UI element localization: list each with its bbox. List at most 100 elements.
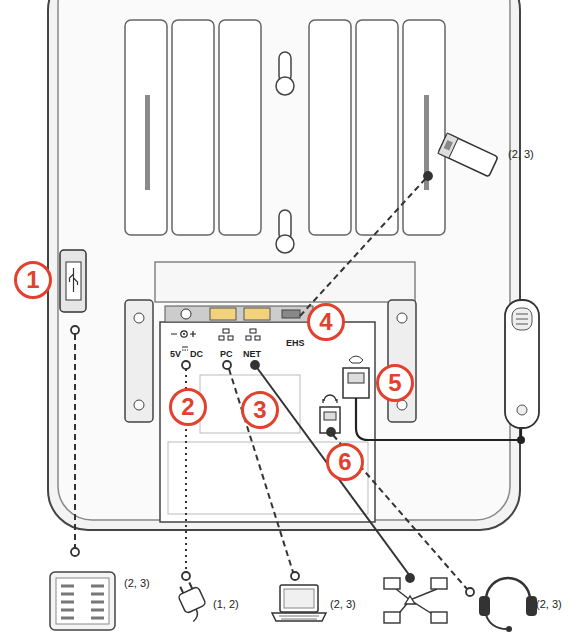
label-holder: NET — [243, 343, 261, 361]
handset-glyph — [349, 356, 363, 363]
module-keys — [61, 586, 104, 618]
label-holder: DC — [190, 343, 203, 361]
label-holder: (1, 2) — [213, 594, 239, 612]
network-icon — [384, 578, 447, 623]
usb-socket — [66, 262, 81, 300]
wire-end — [182, 361, 190, 369]
lan-box — [228, 336, 233, 340]
reference-label: (2, 3) — [508, 148, 534, 160]
headset-icon — [479, 578, 537, 632]
adapter-face — [438, 133, 458, 158]
lan-box — [246, 336, 251, 340]
laptop-screen — [284, 589, 314, 608]
headset-socket — [324, 412, 336, 420]
polarity-symbol — [181, 331, 187, 337]
wire-end — [71, 548, 79, 556]
vent-slot — [356, 20, 398, 235]
label-holder: (2, 3) — [508, 144, 534, 162]
dc-symbol — [182, 347, 188, 350]
wire-end — [327, 428, 335, 436]
handset-socket — [348, 373, 364, 383]
reference-label: (2, 3) — [330, 598, 356, 610]
callout-circle: 4 — [307, 303, 345, 341]
callout-number: 4 — [319, 310, 332, 334]
screw — [134, 400, 144, 410]
wire-end — [406, 574, 414, 582]
port-label: NET — [243, 349, 261, 359]
ehs-port — [282, 310, 300, 318]
reference-label: (2, 3) — [536, 598, 562, 610]
rj45-port — [210, 308, 236, 320]
mouthpiece — [517, 405, 527, 415]
usb-symbol — [70, 268, 78, 292]
network-computer — [431, 578, 447, 589]
pc-wire — [229, 369, 293, 572]
callout-circle: 5 — [376, 364, 414, 402]
wire-end — [424, 172, 432, 180]
callout-circle: 3 — [241, 391, 279, 429]
callout-number: 6 — [338, 450, 351, 474]
callout-number: 2 — [181, 395, 194, 419]
callout-circle: 1 — [14, 261, 52, 299]
wire-end — [182, 572, 190, 580]
panel — [160, 322, 375, 522]
body-inner-outline — [58, 0, 510, 520]
phone-body — [48, 0, 520, 530]
cord-dot — [517, 436, 525, 444]
expansion-module — [50, 572, 115, 630]
vent-slot — [125, 20, 167, 235]
expansion-wire — [74, 334, 76, 548]
network-hub — [405, 596, 415, 604]
handset-port — [343, 368, 369, 398]
label-holder: 5V — [170, 343, 181, 361]
label-holder: (2, 3) — [124, 573, 150, 591]
ehs-adapter — [438, 133, 498, 177]
lan-box — [250, 329, 256, 333]
leader-wires — [75, 176, 467, 589]
vent-slot — [309, 20, 351, 235]
vent-slot — [172, 20, 214, 235]
network-computer — [384, 578, 400, 589]
handset — [356, 300, 539, 444]
lan-symbol — [219, 329, 260, 340]
lan-box — [219, 336, 224, 340]
callout-circle: 6 — [326, 443, 364, 481]
laptop-lid — [280, 585, 318, 612]
wire-end — [466, 588, 474, 596]
recess — [155, 262, 415, 302]
label-holder: (2, 3) — [536, 594, 562, 612]
polarity-symbol — [183, 333, 185, 335]
callout-number: 5 — [388, 371, 401, 395]
handset-cord — [356, 398, 521, 440]
port-panel — [160, 306, 375, 522]
clip — [125, 300, 153, 422]
lan-box — [223, 329, 229, 333]
handset-body — [505, 300, 539, 428]
polarity-symbol — [171, 331, 196, 337]
usb-housing — [60, 250, 86, 312]
port-label: 5V — [170, 349, 181, 359]
adapter-body — [438, 133, 498, 177]
earcup — [479, 596, 490, 616]
wire-ends — [71, 172, 474, 596]
lan-box — [255, 336, 260, 340]
mic-boom — [486, 615, 507, 629]
keyhole — [276, 77, 294, 95]
network-computer — [431, 612, 447, 623]
clip — [388, 300, 416, 422]
label-holder: EHS — [286, 332, 305, 350]
pc-icon — [272, 585, 326, 621]
vent-slot — [219, 20, 261, 235]
port-label: PC — [220, 349, 233, 359]
keyhole — [276, 235, 294, 253]
laptop-base — [272, 613, 326, 621]
earpiece-grille — [516, 314, 528, 324]
vent-slot — [403, 20, 445, 235]
adapter-cable — [189, 609, 200, 621]
label-holder: (2, 3) — [330, 594, 356, 612]
earpiece — [512, 308, 532, 330]
wire-end — [291, 572, 299, 580]
keyholes — [276, 52, 294, 253]
